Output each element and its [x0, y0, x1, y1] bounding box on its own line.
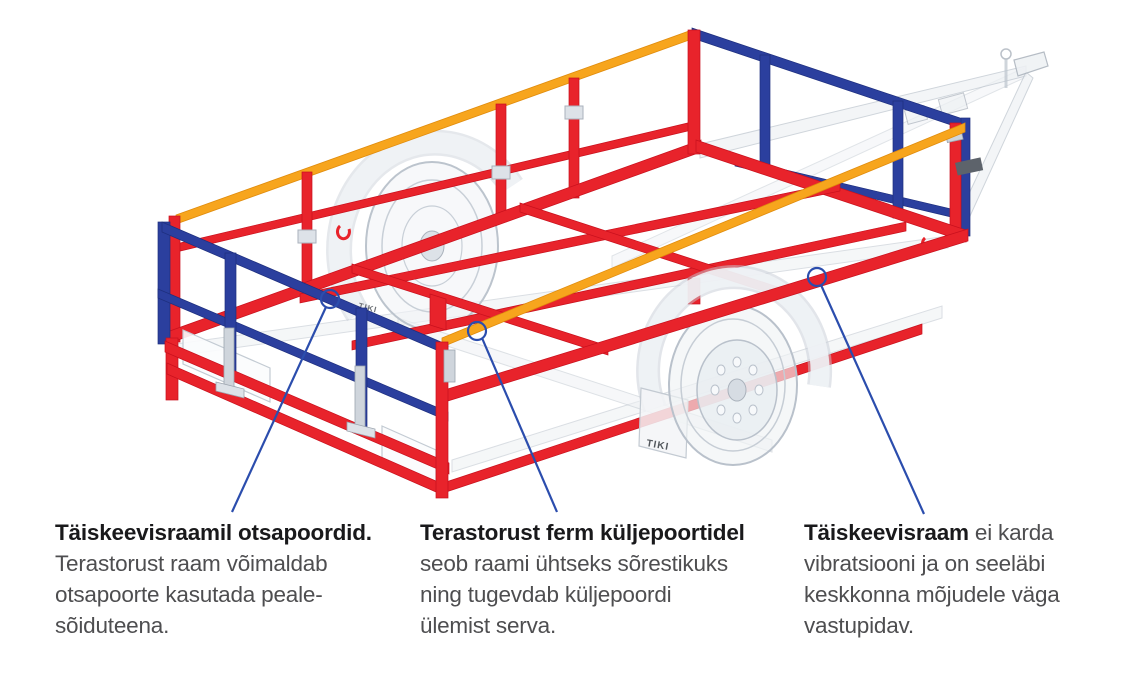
annotation-heading: Terastorust ferm küljepoortidel: [420, 520, 745, 545]
rear-gate-bottom-rail: [164, 340, 450, 475]
callout-circle-2: [466, 320, 488, 342]
annotation-welded-frame: Täiskeevisraam ei karda vibratsiooni ja …: [804, 517, 1060, 641]
front-gate-post-1: [759, 54, 771, 172]
near-corner-latch: [443, 349, 456, 383]
bed-bracket-1: [429, 293, 447, 331]
annotation-line: ülemist serva.: [420, 613, 556, 638]
callouts: [231, 266, 926, 515]
near-side: TIKI: [437, 122, 969, 495]
gate-latch-2: [354, 365, 366, 429]
ghost-jockey-handle: [1000, 48, 1012, 60]
annotation-line: Terastorust raam võimaldab: [55, 551, 328, 576]
front-far-corner-post: [687, 29, 701, 155]
callout-line-1: [231, 306, 327, 513]
annotation-heading: Täiskeevisraam ei karda: [804, 520, 1054, 545]
bed-cross-member-1: [351, 263, 609, 356]
gate-latch-1: [223, 327, 235, 389]
trailer-illustration: TIKI: [157, 27, 1049, 515]
corner-latch-handle: [955, 157, 984, 176]
annotation-heading: Täiskeevisraamil otsapoordid.: [55, 520, 372, 545]
callout-circle-3: [806, 266, 828, 288]
annotation-line: seob raami ühtseks sõrestikuks: [420, 551, 728, 576]
callout-line-3: [819, 284, 926, 515]
callout-line-2: [480, 337, 559, 513]
far-gate-latch-a: [297, 229, 317, 244]
annotation-end-gates: Täiskeevisraamil otsapoordid. Terastorus…: [55, 517, 372, 641]
rear-chassis-rail: [166, 362, 446, 497]
front-gate: [687, 27, 984, 243]
annotation-line: ning tugevdab küljepoordi: [420, 582, 672, 607]
annotation-line: sõiduteena.: [55, 613, 170, 638]
annotation-line: otsapoorte kasutada peale-: [55, 582, 323, 607]
rear-gate-corner-post-blue: [157, 221, 171, 345]
tie-hook-1: [335, 224, 351, 241]
far-gate-latch-b: [491, 165, 511, 180]
callout-circle-1: [319, 288, 341, 310]
far-gate-post-c: [568, 77, 580, 199]
far-gate-latch-c: [564, 105, 584, 120]
far-side-gate: [166, 29, 702, 345]
annotation-line: vibratsiooni ja on seeläbi: [804, 551, 1046, 576]
far-fender: [328, 132, 521, 320]
annotation-line: vastupidav.: [804, 613, 914, 638]
bed-longitudinal-1: [299, 181, 841, 304]
near-hub: [727, 378, 747, 402]
gate-latch-1-foot: [215, 381, 245, 399]
gate-latch-2-foot: [346, 421, 376, 439]
ghost-coupler: [1013, 51, 1049, 77]
mudflap-brand: TIKI: [645, 438, 669, 453]
far-gate-post-b: [495, 103, 507, 223]
annotation-side-truss: Terastorust ferm küljepoortidel seob raa…: [420, 517, 745, 641]
near-fender: [638, 267, 830, 412]
annotation-line: keskkonna mõjudele väga: [804, 582, 1060, 607]
ghost-wheel-near: TIKI: [636, 265, 833, 466]
ghost-drawbar-fitting-1: [937, 92, 969, 116]
